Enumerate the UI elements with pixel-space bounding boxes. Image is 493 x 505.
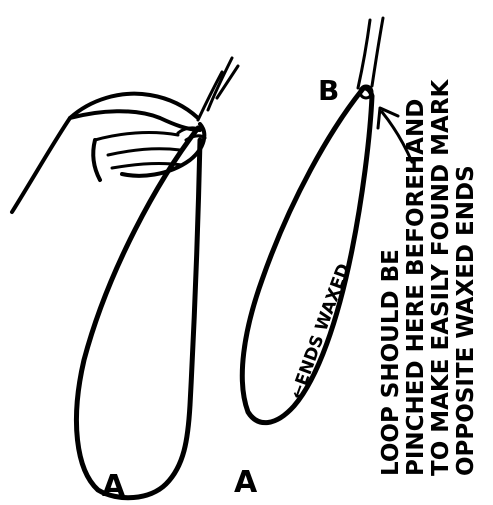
hand-pinching-icon bbox=[12, 94, 205, 212]
instruction-line-1: LOOP SHOULD BE bbox=[378, 249, 404, 476]
label-a-right: A bbox=[234, 465, 258, 500]
instruction-line-4: OPPOSITE WAXED ENDS bbox=[453, 165, 479, 476]
left-figure bbox=[12, 58, 238, 498]
left-thread-loop bbox=[76, 128, 200, 498]
instruction-text: LOOP SHOULD BE PINCHED HERE BEFOREHAND T… bbox=[378, 78, 479, 476]
left-thread-ends bbox=[198, 58, 238, 120]
label-a-left: A bbox=[102, 469, 126, 504]
ends-waxed-label: ←ENDS WAXED bbox=[287, 261, 354, 402]
instruction-line-3: TO MAKE EASILY FOUND MARK bbox=[428, 78, 454, 476]
label-b: B bbox=[318, 74, 339, 107]
instruction-line-2: PINCHED HERE BEFOREHAND bbox=[403, 99, 429, 476]
right-thread-ends bbox=[358, 18, 383, 88]
